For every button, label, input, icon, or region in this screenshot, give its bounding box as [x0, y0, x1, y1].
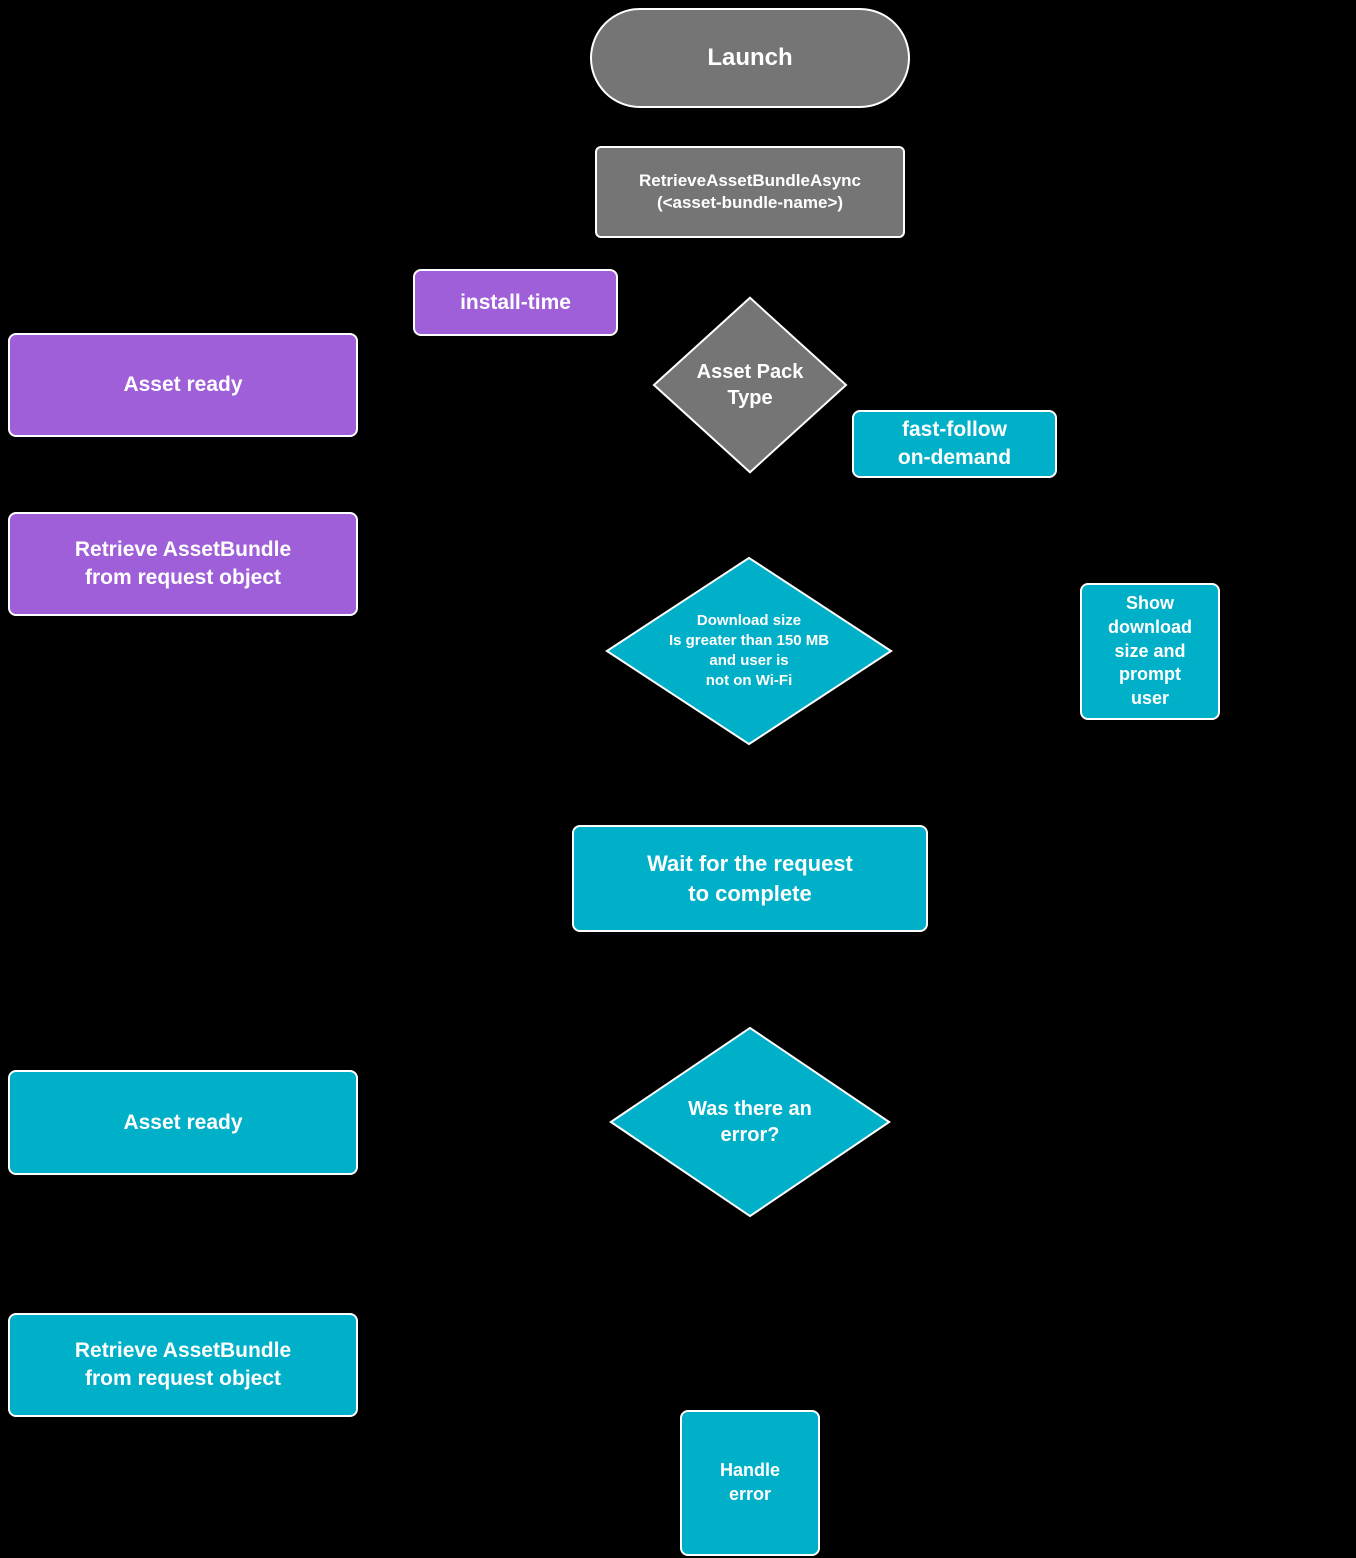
retrieve-asset-bundle-async-label: RetrieveAssetBundleAsync (<asset-bundle-… — [638, 170, 862, 212]
was-there-error-decision-node: Was there an error? — [608, 1026, 892, 1218]
fast-follow-on-demand-label: fast-follow on-demand — [897, 418, 1012, 469]
retrieve-asset-bundle-async-node: RetrieveAssetBundleAsync (<asset-bundle-… — [595, 146, 905, 238]
handle-error-label: Handle error — [719, 1460, 780, 1504]
wait-for-request-node: Wait for the request to complete — [572, 825, 928, 932]
launch-label: Launch — [707, 44, 793, 72]
diamond-shape — [652, 296, 848, 474]
download-size-decision-node: Download size Is greater than 150 MB and… — [604, 556, 894, 746]
retrieve-from-request-install-label: Retrieve AssetBundle from request object — [74, 538, 292, 589]
asset-ready-ondemand-label: Asset ready — [123, 1110, 243, 1134]
install-time-branch-node: install-time — [413, 269, 618, 336]
wait-for-request-label: Wait for the request to complete — [647, 851, 853, 906]
retrieve-from-request-ondemand-node: Retrieve AssetBundle from request object — [8, 1313, 358, 1417]
handle-error-node: Handle error — [680, 1410, 820, 1556]
install-time-branch-label: install-time — [460, 290, 571, 314]
diamond-shape — [604, 556, 894, 746]
launch-node: Launch — [590, 8, 910, 108]
show-download-size-label: Show download size and prompt user — [1108, 593, 1192, 709]
retrieve-from-request-ondemand-label: Retrieve AssetBundle from request object — [74, 1339, 292, 1390]
asset-pack-type-decision-node: Asset Pack Type — [652, 296, 848, 474]
download-size-decision-label: Download size Is greater than 150 MB and… — [668, 612, 830, 689]
fast-follow-on-demand-branch-node: fast-follow on-demand — [852, 410, 1057, 478]
asset-ready-ondemand-node: Asset ready — [8, 1070, 358, 1175]
diamond-shape — [608, 1026, 892, 1218]
asset-ready-install-label: Asset ready — [123, 373, 243, 397]
was-there-error-label: Was there an error? — [688, 1097, 812, 1146]
asset-pack-type-label: Asset Pack Type — [696, 360, 804, 409]
show-download-size-node: Show download size and prompt user — [1080, 583, 1220, 720]
retrieve-from-request-install-node: Retrieve AssetBundle from request object — [8, 512, 358, 616]
asset-ready-install-node: Asset ready — [8, 333, 358, 437]
